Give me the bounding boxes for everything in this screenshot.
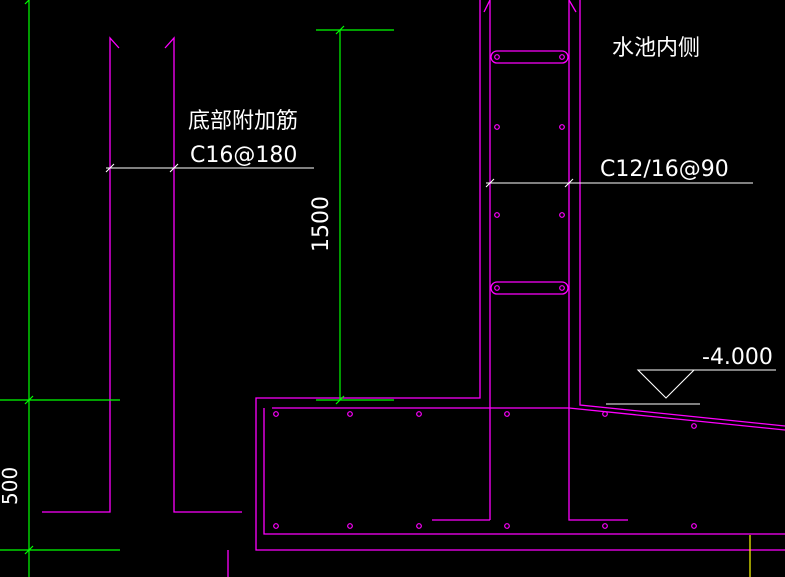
- bottom-rebar-right: [164, 36, 242, 513]
- wall-rebar-inner: [568, 0, 628, 521]
- tie-top: [490, 50, 569, 64]
- dimension-lines: [0, 0, 394, 577]
- slab-top-rebar: [272, 407, 785, 431]
- label-pool-inner: 水池内侧: [612, 36, 700, 61]
- leader-tick-1: [105, 163, 115, 173]
- elevation-symbol: [636, 369, 696, 399]
- dim-left-tick-top0: [24, 0, 30, 5]
- rebar-dots: [273, 54, 697, 529]
- dim-left-tick-bottom: [24, 545, 34, 555]
- dim-left-tick-top: [24, 395, 34, 405]
- leader-tick-2: [169, 163, 179, 173]
- label-bottom-rebar-spec: C16@180: [190, 143, 297, 168]
- leader-tick-4: [564, 178, 574, 188]
- concrete-outline: [227, 0, 785, 577]
- wall-rebar-kink-top: [568, 0, 577, 13]
- label-dim-height: 1500: [309, 196, 334, 252]
- rebar-group: [42, 0, 785, 535]
- slab-left-rebar: [263, 408, 785, 535]
- wall-left-face: [255, 0, 785, 551]
- label-elevation: -4.000: [702, 345, 773, 370]
- dim-height-tick-top: [335, 25, 345, 35]
- leader-tick-3: [485, 178, 495, 188]
- leader-lines: [105, 163, 776, 405]
- wall-right-face: [579, 0, 785, 427]
- tie-bottom: [490, 281, 569, 295]
- label-wall-rebar-spec: C12/16@90: [600, 157, 729, 182]
- wall-rebar-kink-top2: [483, 0, 491, 13]
- label-dim-left: 500: [0, 467, 22, 505]
- dim-height-tick-bottom: [335, 395, 345, 405]
- label-bottom-rebar-title: 底部附加筋: [188, 109, 298, 134]
- bottom-rebar-left: [42, 36, 120, 513]
